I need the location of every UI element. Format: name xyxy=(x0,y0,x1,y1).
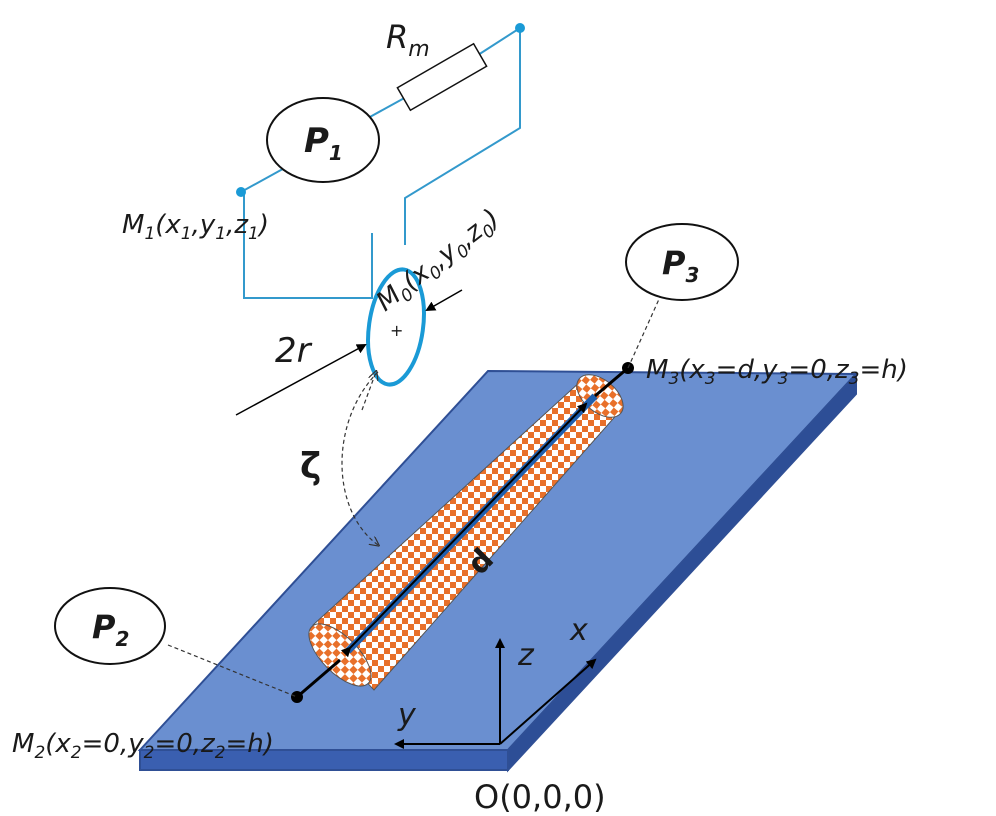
loop-center-plus: + xyxy=(390,321,403,340)
axis-z-label: z xyxy=(517,638,535,673)
wire-right xyxy=(404,28,521,245)
plate-right-edge xyxy=(507,371,857,773)
lead-m2 xyxy=(296,658,341,699)
plate-top xyxy=(137,369,859,751)
svg-text:P1: P1 xyxy=(304,121,343,165)
measurement-circuit xyxy=(236,23,525,299)
leader-p3 xyxy=(627,296,661,369)
angle-arc-start xyxy=(361,372,376,411)
point-m2-dot xyxy=(291,691,303,703)
cylinder xyxy=(308,374,624,691)
distance-arrow xyxy=(340,402,588,658)
wire-p1-to-resistor xyxy=(367,95,409,119)
angle-label: ζ xyxy=(300,446,321,487)
ground-plate xyxy=(137,369,859,773)
radius-label: 2r xyxy=(275,331,313,371)
svg-text:P2: P2 xyxy=(92,608,129,651)
point-m1-label: M1(x1,y1,z1) xyxy=(122,210,269,244)
probe-p2: P2 xyxy=(54,587,166,665)
point-m3-label: M3(x3=d,y3=0,z3=h) xyxy=(646,355,908,389)
angle-arc xyxy=(341,371,378,545)
m0-arrow xyxy=(425,289,463,311)
leader-p2 xyxy=(167,644,298,698)
wire-resistor-to-node xyxy=(477,27,521,56)
node-m1 xyxy=(236,187,246,197)
probe-p3: P3 xyxy=(625,223,739,301)
node-top-right xyxy=(515,23,525,33)
origin-label: O(0,0,0) xyxy=(474,778,606,816)
resistor-rm xyxy=(396,42,488,112)
measurement-loop xyxy=(366,267,426,387)
point-m2-label: M2(x2=0,y2=0,z2=h) xyxy=(12,729,274,763)
axis-x-label: x xyxy=(569,613,588,648)
axis-x-line xyxy=(499,658,597,745)
radius-arrow xyxy=(235,344,367,416)
axis-y-label: y xyxy=(397,698,417,733)
svg-text:P3: P3 xyxy=(662,244,699,287)
resistor-label: Rm xyxy=(386,18,430,62)
wire-left xyxy=(241,191,373,299)
coordinate-axes xyxy=(394,638,597,749)
lead-m3 xyxy=(594,366,629,398)
probe-p1: P1 xyxy=(266,97,380,183)
